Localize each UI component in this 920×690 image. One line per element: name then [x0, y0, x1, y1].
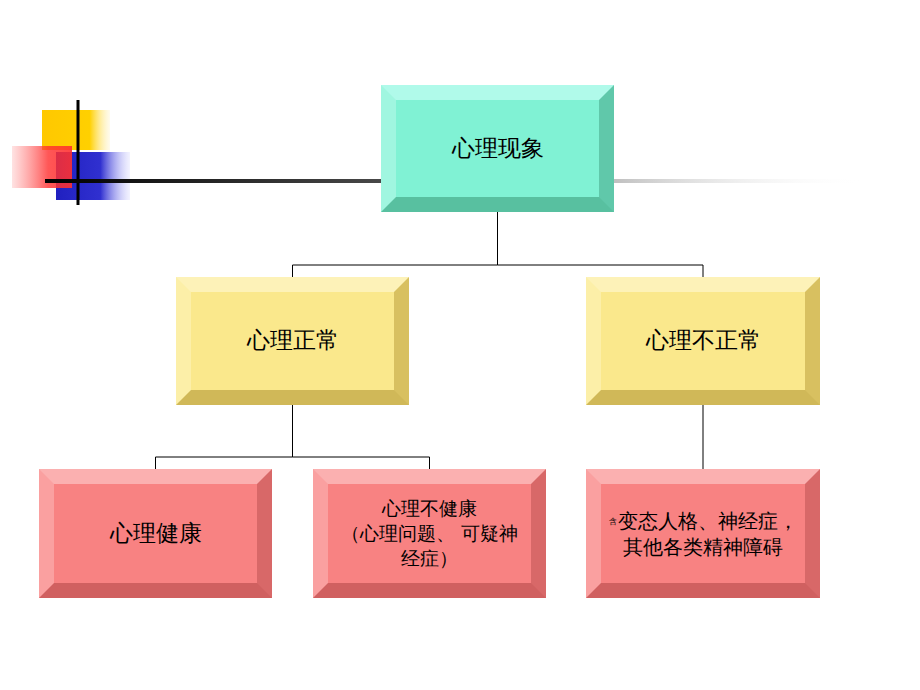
leaf-box: 心理健康	[39, 469, 272, 598]
box-label: 心理健康	[102, 519, 210, 549]
logo-square-yellow	[42, 110, 110, 150]
tree-connector	[293, 212, 498, 277]
category-box: 心理不正常	[586, 277, 820, 405]
tree-connector	[703, 405, 704, 469]
box-label: 心理正常	[239, 326, 347, 356]
tree-connector	[156, 405, 293, 469]
leaf-box: 含变态人格、神经症， 其他各类精神障碍	[586, 469, 820, 598]
box-label: 心理现象	[444, 134, 552, 164]
tree-connector	[498, 212, 704, 277]
text-group: 含变态人格、神经症， 其他各类精神障碍	[601, 508, 805, 560]
tree-connector	[293, 405, 430, 469]
logo-vertical-line	[77, 100, 80, 205]
leaf-box: 心理不健康（心理问题、 可疑神经症）	[313, 469, 546, 598]
box-label: （心理问题、 可疑神经症）	[328, 521, 531, 570]
small-note: 含	[609, 517, 617, 526]
category-box: 心理正常	[176, 277, 409, 405]
root-box: 心理现象	[381, 85, 614, 212]
box-label: 心理不正常	[638, 326, 769, 356]
box-label: 变态人格、神经症， 其他各类精神障碍	[618, 509, 798, 559]
box-label: 心理不健康	[374, 496, 485, 521]
